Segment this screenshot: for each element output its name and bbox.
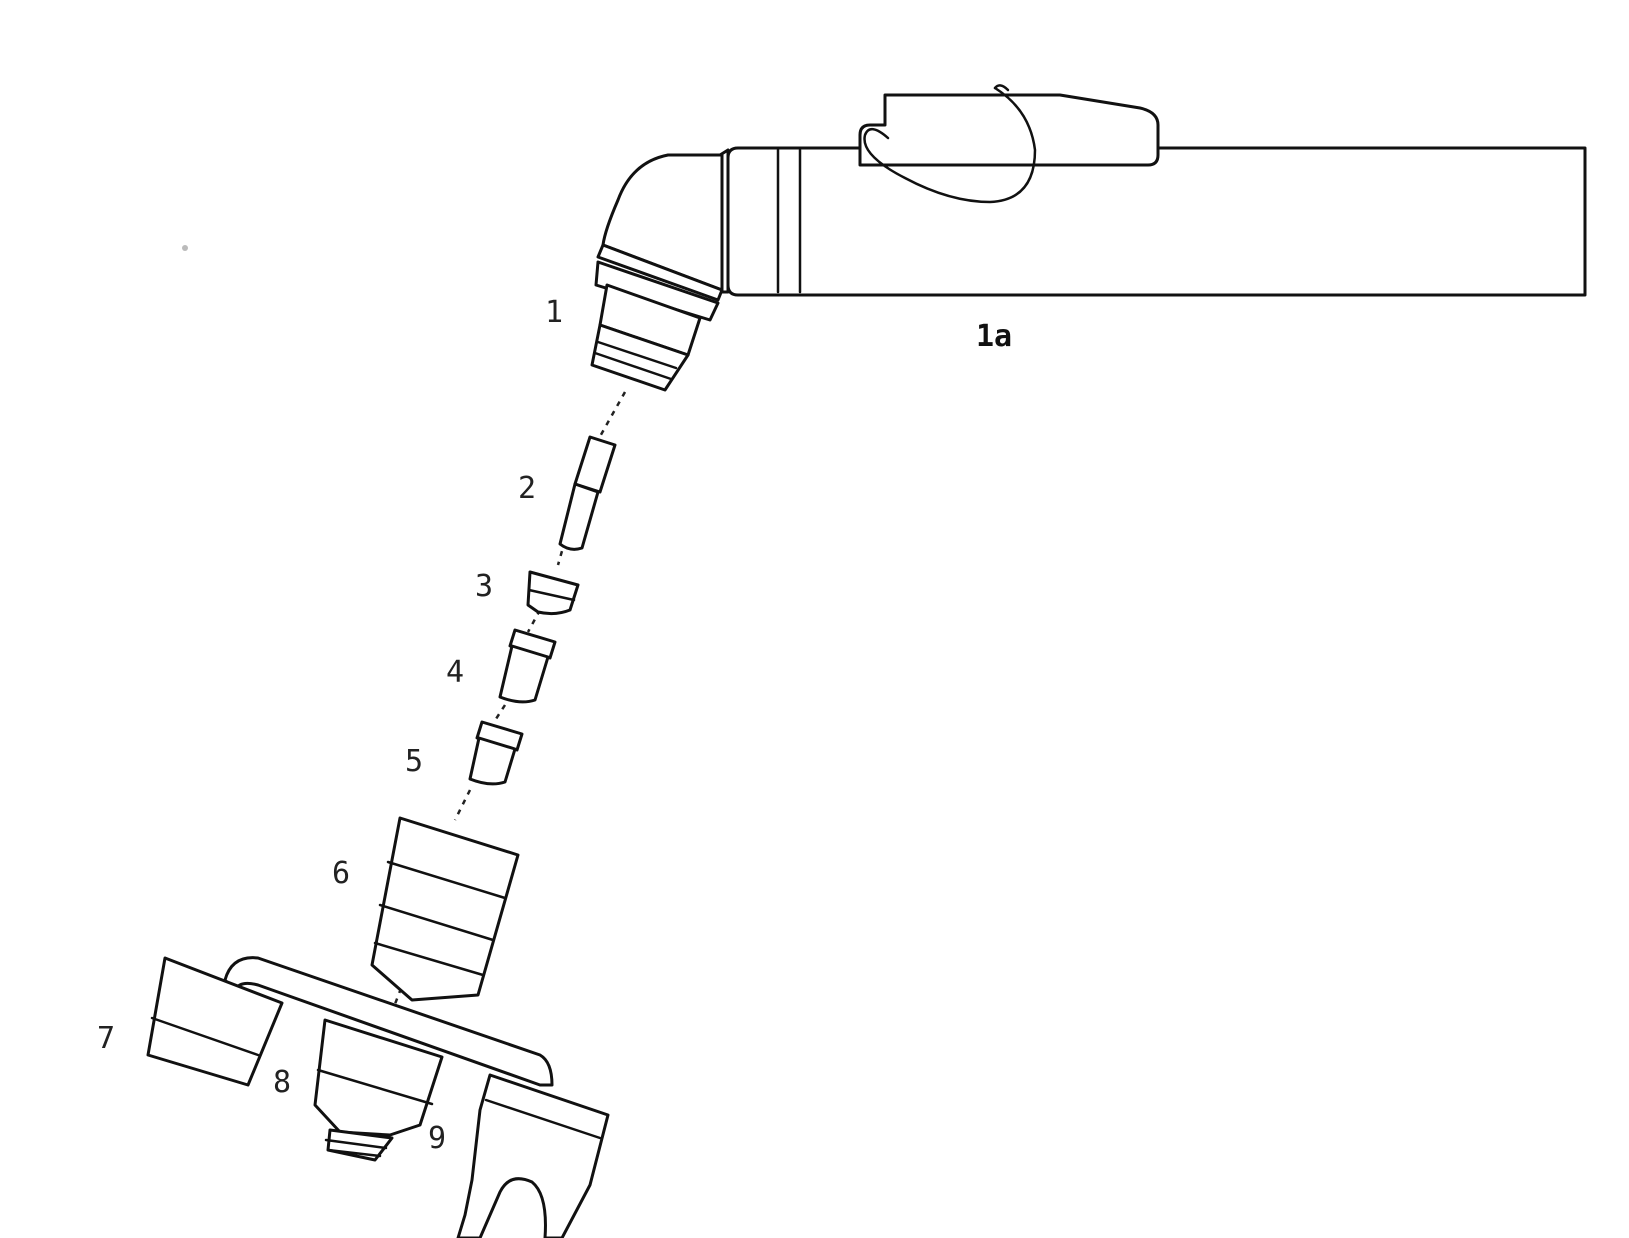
part-9-standoff-guide — [456, 1073, 610, 1238]
handle-body — [726, 146, 1587, 297]
electrode-lower — [558, 482, 600, 551]
label-part-2: 2 — [518, 471, 536, 506]
label-part-4: 4 — [446, 655, 464, 690]
part-5-tip — [468, 720, 524, 786]
thread-line-2 — [593, 351, 673, 381]
shield-cup-band-3 — [373, 941, 485, 977]
part-7-cup — [146, 956, 284, 1087]
label-part-8: 8 — [273, 1065, 291, 1100]
part-3-swirl-ring — [526, 570, 580, 616]
head-thread — [590, 323, 690, 392]
label-part-3: 3 — [475, 569, 493, 604]
trigger-wire-top — [993, 84, 1010, 92]
shield-cup-band-1 — [386, 860, 507, 900]
cup-7-body — [146, 956, 284, 1087]
trigger-wire-loop — [863, 86, 1037, 204]
part-6-shield-cup — [370, 816, 520, 1002]
part-4-tip — [498, 628, 557, 704]
cup-8-body — [313, 1018, 444, 1137]
part-8-cup — [313, 1018, 444, 1162]
cup-8-nozzle-line-1 — [324, 1138, 388, 1150]
tip-5-cap — [475, 720, 524, 752]
cup-8-band — [316, 1068, 434, 1106]
torch-head — [590, 148, 730, 392]
speck-mark — [182, 245, 188, 251]
label-part-9: 9 — [428, 1121, 446, 1156]
label-part-1: 1 — [545, 295, 563, 330]
swirl-ring-line — [527, 588, 576, 602]
head-body-lower — [594, 260, 720, 322]
electrode-upper — [573, 435, 617, 494]
assembly-axis-line — [383, 391, 627, 1031]
guide-9-body — [456, 1073, 610, 1238]
trigger-housing — [858, 93, 1160, 167]
tip-5-body — [468, 736, 517, 786]
thread-line-1 — [596, 340, 678, 370]
part-2-electrode — [558, 435, 617, 551]
cup-8-nozzle-line-2 — [326, 1148, 382, 1158]
spacer-bar — [223, 956, 554, 1087]
guide-9-band — [484, 1098, 602, 1140]
torch-handle — [726, 84, 1587, 297]
label-part-6: 6 — [332, 856, 350, 891]
label-part-7: 7 — [97, 1021, 115, 1056]
cup-7-band — [150, 1016, 260, 1057]
head-band — [596, 243, 724, 302]
shield-cup-band-2 — [378, 903, 495, 942]
tip-4-body — [498, 644, 550, 704]
shield-cup-body — [370, 816, 520, 1002]
label-part-5: 5 — [405, 744, 423, 779]
swirl-ring-body — [526, 570, 580, 616]
label-part-1a: 1a — [976, 319, 1012, 354]
tip-4-cap — [508, 628, 557, 660]
